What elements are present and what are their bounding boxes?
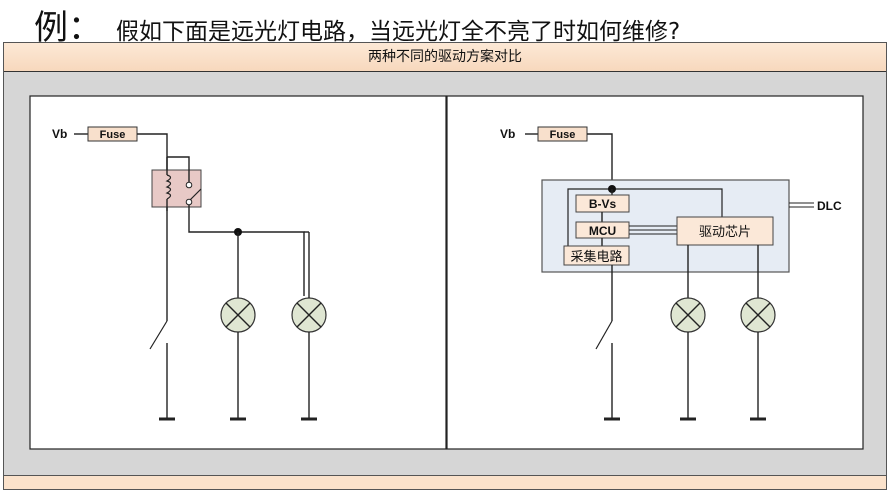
sense-label: 采集电路 (570, 249, 622, 265)
bvs-label: B-Vs (589, 197, 617, 211)
right-vb-label: Vb (500, 127, 515, 141)
left-fuse-label: Fuse (100, 129, 126, 141)
relay-icon (151, 156, 202, 215)
left-vb-label: Vb (52, 127, 67, 141)
lamp-icon (740, 297, 776, 333)
driver-chip-block: 驱动芯片 (676, 216, 774, 246)
mcu-label: MCU (589, 224, 616, 238)
right-circuit: Vb Fuse B-Vs MCU (500, 126, 842, 421)
bvs-block: B-Vs (575, 194, 630, 213)
left-circuit: Vb Fuse (52, 126, 327, 421)
switch-icon (149, 215, 168, 418)
page-heading: 例： 假如下面是远光灯电路，当远光灯全不亮了时如何维修? (34, 0, 680, 48)
sense-block: 采集电路 (563, 245, 630, 266)
banner-title: 两种不同的驱动方案对比 (4, 43, 886, 72)
footer-bar (4, 475, 886, 489)
switch-icon (595, 265, 613, 418)
lamp-icon (670, 297, 706, 333)
example-label: 例： (34, 8, 102, 48)
circuit-diagrams: Vb Fuse (29, 95, 864, 450)
question-text: 假如下面是远光灯电路，当远光灯全不亮了时如何维修? (116, 19, 681, 45)
lamp-icon (220, 297, 256, 333)
comparison-frame: 两种不同的驱动方案对比 Vb Fuse (3, 42, 887, 490)
driver-chip-label: 驱动芯片 (699, 225, 751, 240)
left-fuse: Fuse (87, 126, 138, 142)
lamp-icon (291, 297, 327, 333)
right-fuse: Fuse (537, 126, 588, 142)
right-fuse-label: Fuse (550, 129, 576, 141)
relay-output-wire (188, 205, 305, 296)
dlc-label: DLC (817, 199, 842, 213)
mcu-block: MCU (575, 221, 630, 239)
